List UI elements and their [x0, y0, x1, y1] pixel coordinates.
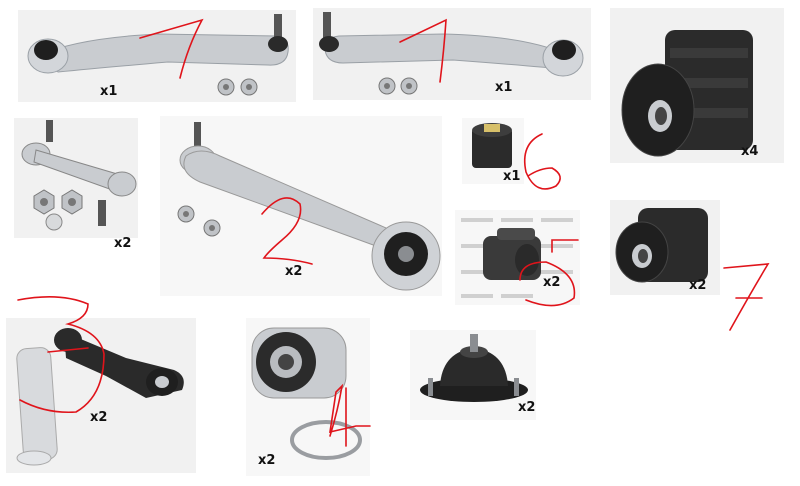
- part-panel-subframe-bushing-large: [610, 8, 784, 163]
- annotation-7: [723, 263, 770, 331]
- part-panel-strut-mount: [410, 330, 536, 420]
- part-panel-bushing-with-watermark: [455, 210, 580, 305]
- quantity-label-strut-mount: x2: [518, 400, 536, 415]
- part-panel-small-bushing: [462, 118, 524, 184]
- quantity-label-subframe-bushing-small: x2: [689, 278, 707, 293]
- quantity-label-upper-arm-left: x1: [100, 84, 118, 99]
- strut-mount-image: [420, 334, 528, 402]
- small-bushing-image: [472, 123, 512, 168]
- part-panel-stabilizer-link: [14, 118, 138, 238]
- quantity-label-subframe-bushing-large: x4: [741, 144, 759, 159]
- subframe-bushing-large-image: [621, 30, 753, 157]
- part-panel-trailing-link: [6, 318, 196, 473]
- part-panel-upper-arm-right: [313, 8, 591, 100]
- upper-arm-right-image: [319, 12, 584, 95]
- part-panel-subframe-bushing-small: [610, 200, 720, 295]
- quantity-label-stabilizer-link: x2: [114, 236, 132, 251]
- trailing-link-image: [16, 328, 184, 466]
- ball-bushing-with-clip-image: [251, 327, 362, 460]
- quantity-label-ball-bushing-with-clip: x2: [258, 453, 276, 468]
- quantity-label-lower-control-arm: x2: [285, 264, 303, 279]
- bushing-with-watermark-image: [461, 218, 573, 298]
- quantity-label-bushing-with-watermark: x2: [543, 275, 561, 290]
- part-panel-upper-arm-left: [18, 10, 296, 102]
- upper-arm-left-image: [27, 14, 289, 96]
- quantity-label-upper-arm-right: x1: [495, 80, 513, 95]
- stabilizer-link-image: [21, 120, 137, 231]
- annotation-6: [523, 133, 561, 190]
- quantity-label-small-bushing: x1: [503, 169, 521, 184]
- subframe-bushing-small-image: [615, 208, 708, 283]
- quantity-label-trailing-link: x2: [90, 410, 108, 425]
